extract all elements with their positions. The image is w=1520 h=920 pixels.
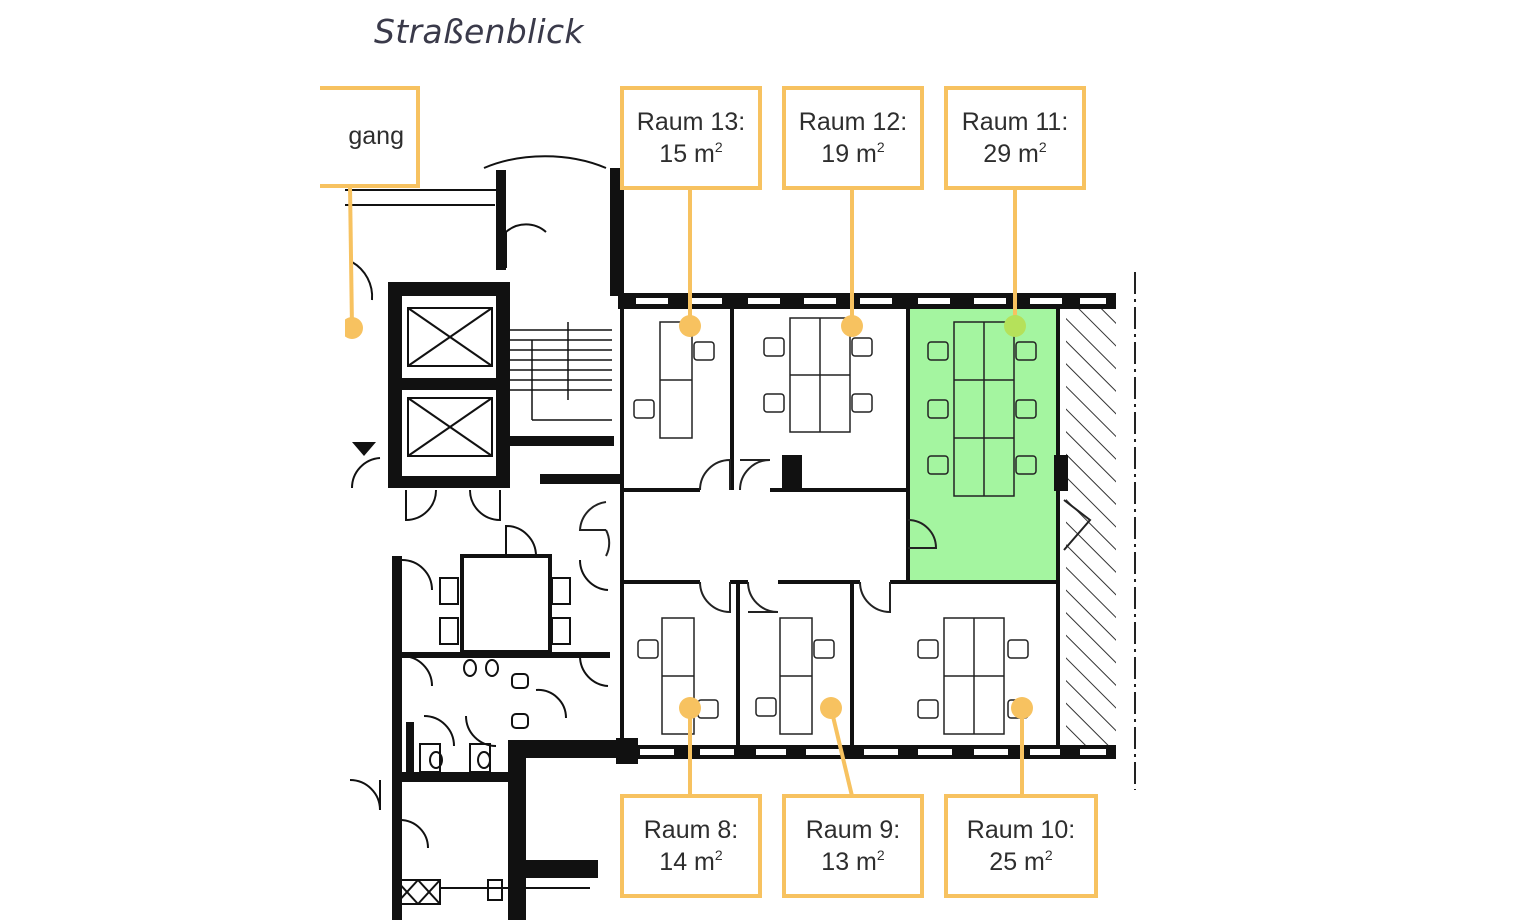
balcony-hatch: [1066, 307, 1116, 747]
desks-room-13: [633, 321, 715, 439]
label-room-9[interactable]: Raum 9: 13 m2: [782, 794, 924, 898]
marker-room-11[interactable]: [1004, 315, 1026, 337]
room-markers: [341, 315, 1033, 719]
door-arcs: [578, 458, 1092, 614]
desks-room-10: [917, 617, 1029, 735]
label-room-12[interactable]: Raum 12: 19 m2: [782, 86, 924, 190]
room-11-name: Raum 11:: [961, 108, 1069, 136]
building-core: [345, 155, 624, 920]
label-room-11[interactable]: Raum 11: 29 m2: [944, 86, 1086, 190]
label-room-10[interactable]: Raum 10: 25 m2: [944, 794, 1098, 898]
pillar: [1054, 455, 1068, 491]
left-crop-mask: [0, 0, 345, 920]
desks-room-12: [763, 317, 873, 433]
marker-room-12[interactable]: [841, 315, 863, 337]
room-9-area: 13 m2: [821, 847, 885, 876]
room-9-name: Raum 9:: [805, 816, 901, 844]
marker-room-8[interactable]: [679, 697, 701, 719]
desks-room-11: [927, 321, 1037, 497]
bottom-wall: [618, 745, 1116, 759]
leader-lines: [348, 185, 1024, 797]
marker-room-13[interactable]: [679, 315, 701, 337]
room-10-area: 25 m2: [989, 847, 1053, 876]
desks-room-9: [755, 617, 835, 735]
street-view-label: Straßenblick: [374, 12, 584, 51]
label-entrance-text: gang: [348, 122, 404, 150]
room-8-name: Raum 8:: [643, 816, 739, 844]
label-room-8[interactable]: Raum 8: 14 m2: [620, 794, 762, 898]
room-10-name: Raum 10:: [966, 816, 1076, 844]
label-room-13[interactable]: Raum 13: 15 m2: [620, 86, 762, 190]
label-entrance[interactable]: gang: [320, 86, 420, 188]
top-wall: [618, 293, 1116, 309]
room-11-area: 29 m2: [983, 139, 1047, 168]
marker-room-10[interactable]: [1011, 697, 1033, 719]
marker-entrance[interactable]: [341, 317, 363, 339]
room-13-area: 15 m2: [659, 139, 723, 168]
room-8-area: 14 m2: [659, 847, 723, 876]
pillar: [782, 455, 802, 491]
room-12-area: 19 m2: [821, 139, 885, 168]
room-12-name: Raum 12:: [798, 108, 908, 136]
marker-room-9[interactable]: [820, 697, 842, 719]
room-13-name: Raum 13:: [636, 108, 746, 136]
desks-room-8: [637, 617, 719, 735]
